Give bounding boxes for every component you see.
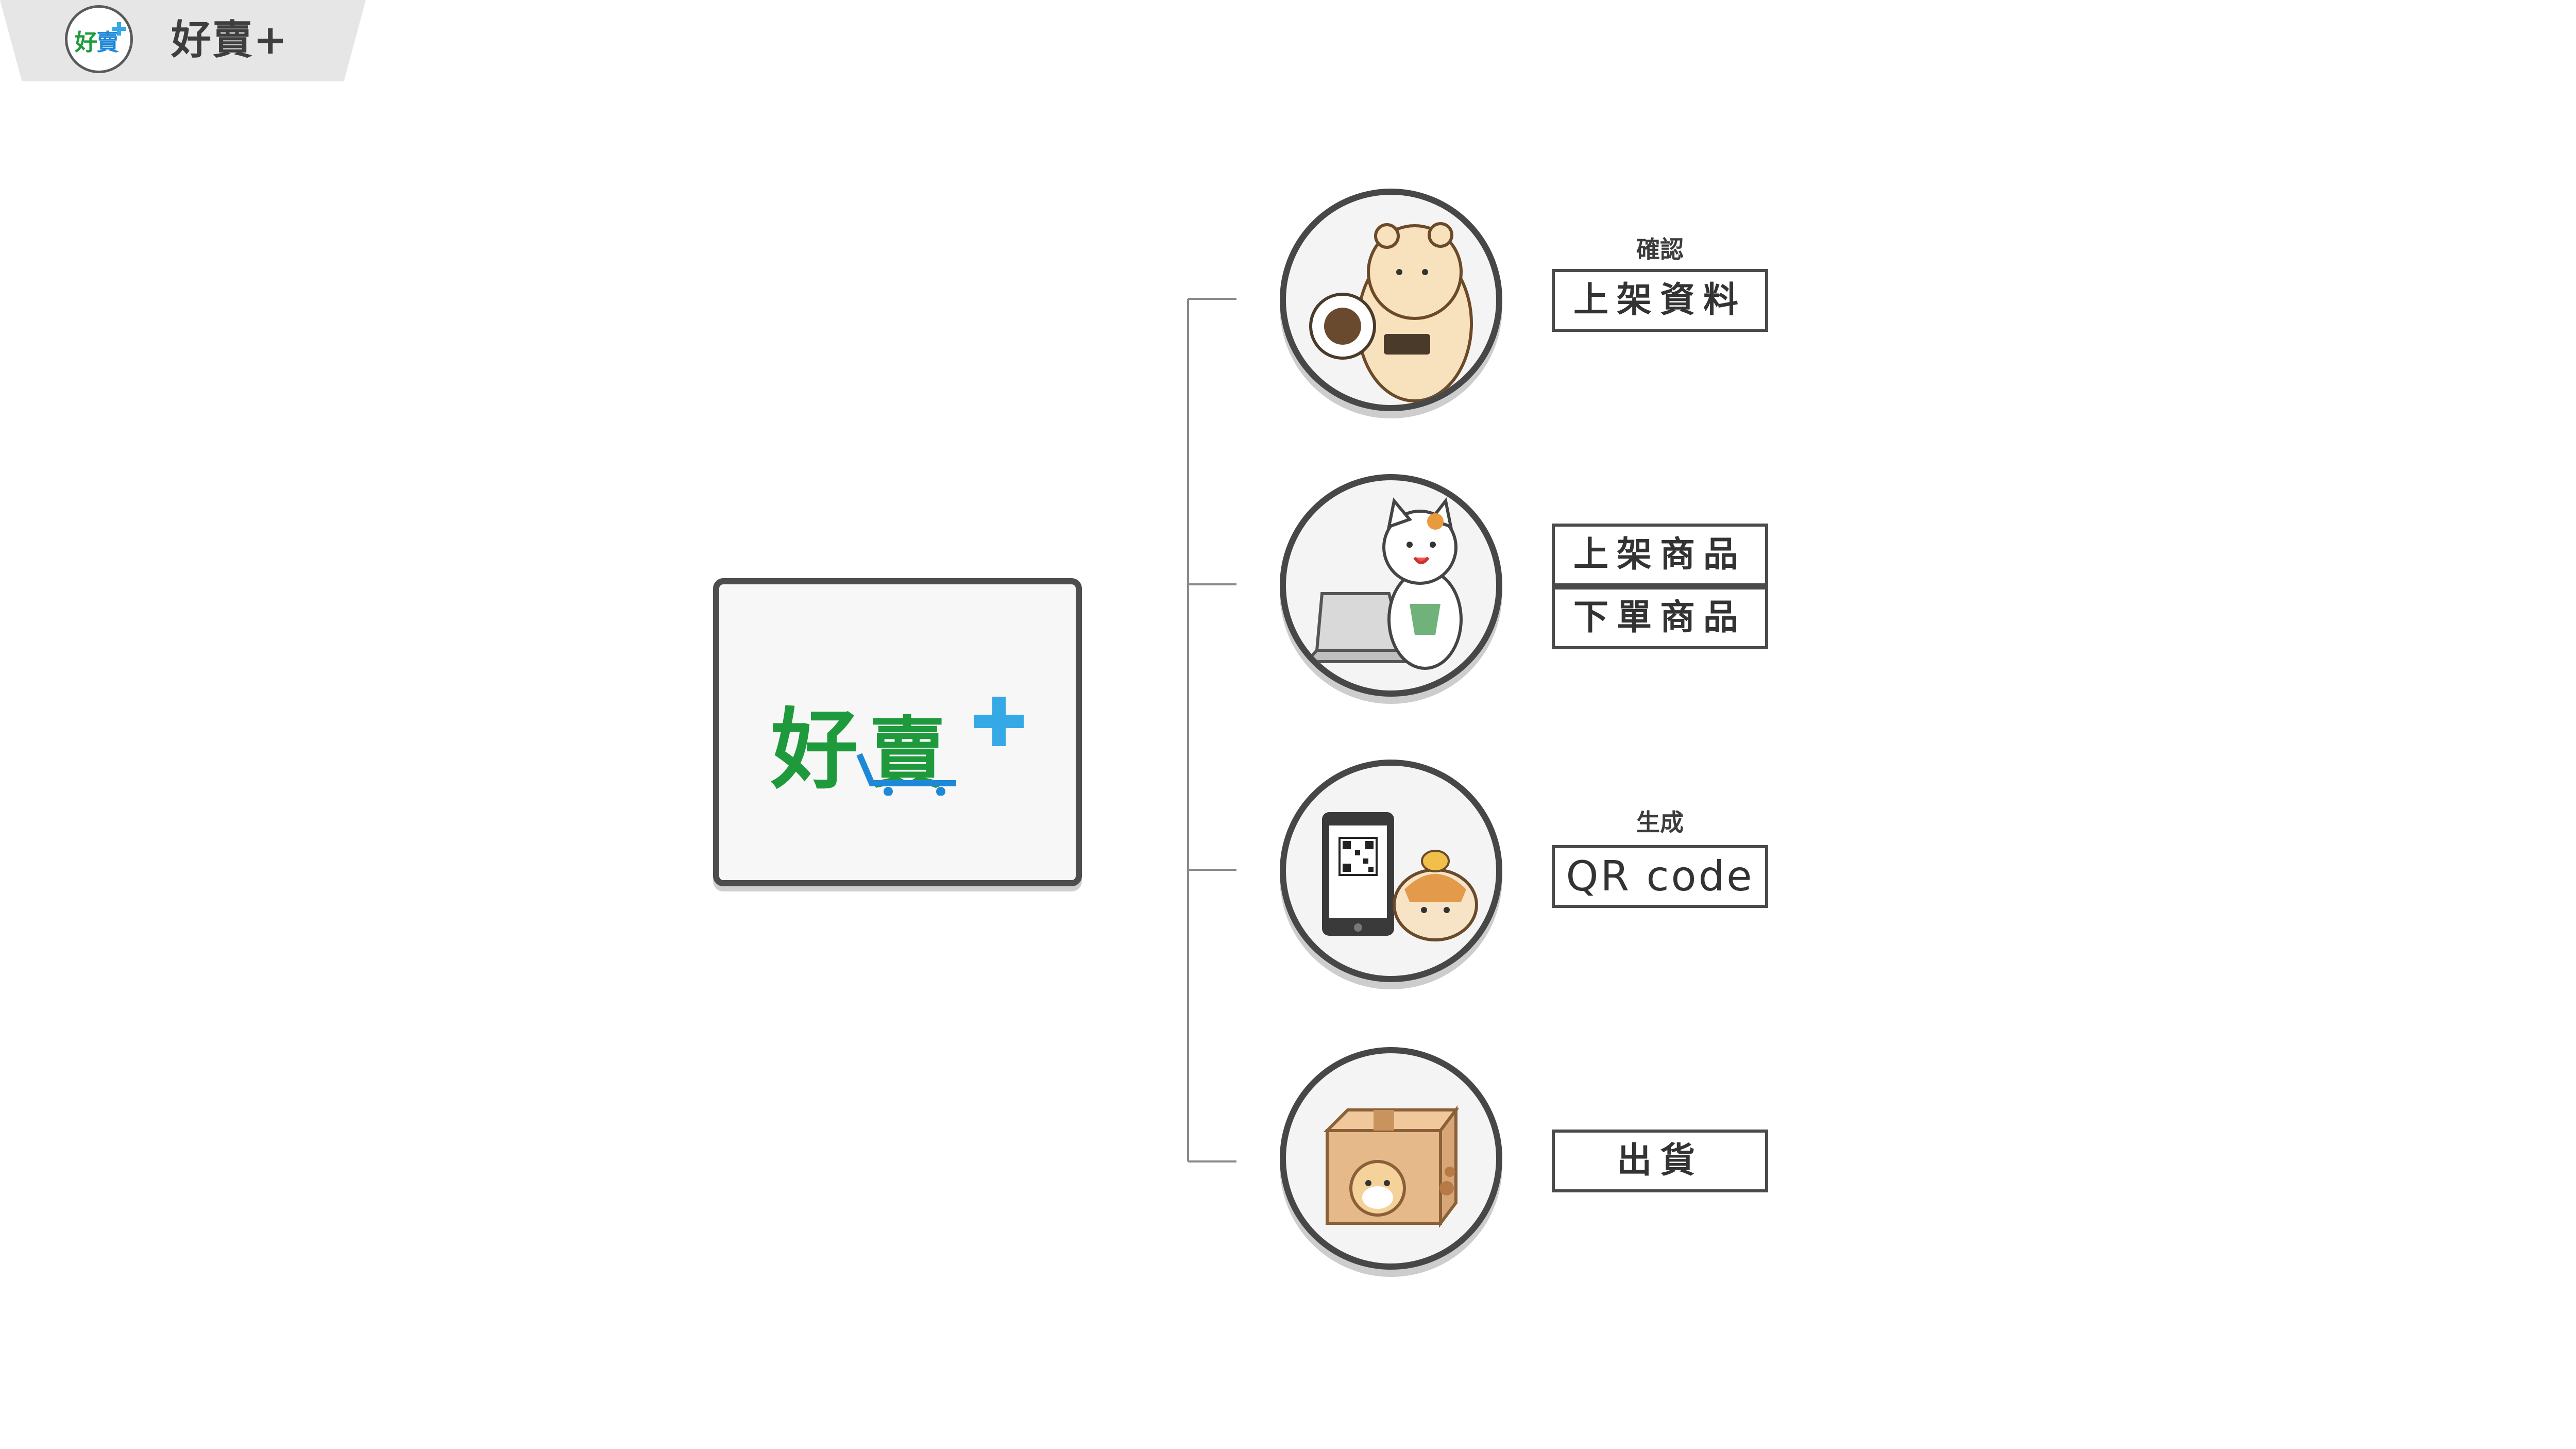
step-3-label: QR code — [1552, 845, 1768, 908]
brand-logo-icon: 好 賣 — [771, 697, 1024, 796]
svg-text:賣: 賣 — [96, 29, 119, 56]
header-title: 好賣+ — [171, 17, 289, 63]
svg-text:好: 好 — [771, 699, 858, 796]
shiba-in-box-icon — [1323, 1105, 1459, 1228]
step-4-circle — [1280, 1047, 1502, 1270]
cat-with-laptop-icon — [1303, 497, 1463, 670]
step-2-circle — [1280, 474, 1502, 697]
step-1-circle — [1280, 189, 1502, 411]
brand-logo-box: 好 賣 — [713, 578, 1082, 886]
bear-with-payment-terminal-icon — [1309, 222, 1473, 402]
step-1-label: 上架資料 — [1552, 269, 1768, 332]
step-3-circle — [1280, 760, 1502, 982]
phone-qr-hamster-icon — [1322, 812, 1478, 941]
header-logo-icon: 好 賣 — [65, 5, 133, 73]
svg-text:好: 好 — [74, 29, 97, 56]
step-2-label-top: 上架商品 — [1552, 524, 1768, 586]
step-2-label-bottom: 下單商品 — [1552, 586, 1768, 649]
step-1-caption: 確認 — [1636, 235, 1684, 263]
header-tab — [0, 0, 366, 81]
step-4-label: 出貨 — [1552, 1130, 1768, 1192]
step-3-caption: 生成 — [1636, 808, 1684, 836]
